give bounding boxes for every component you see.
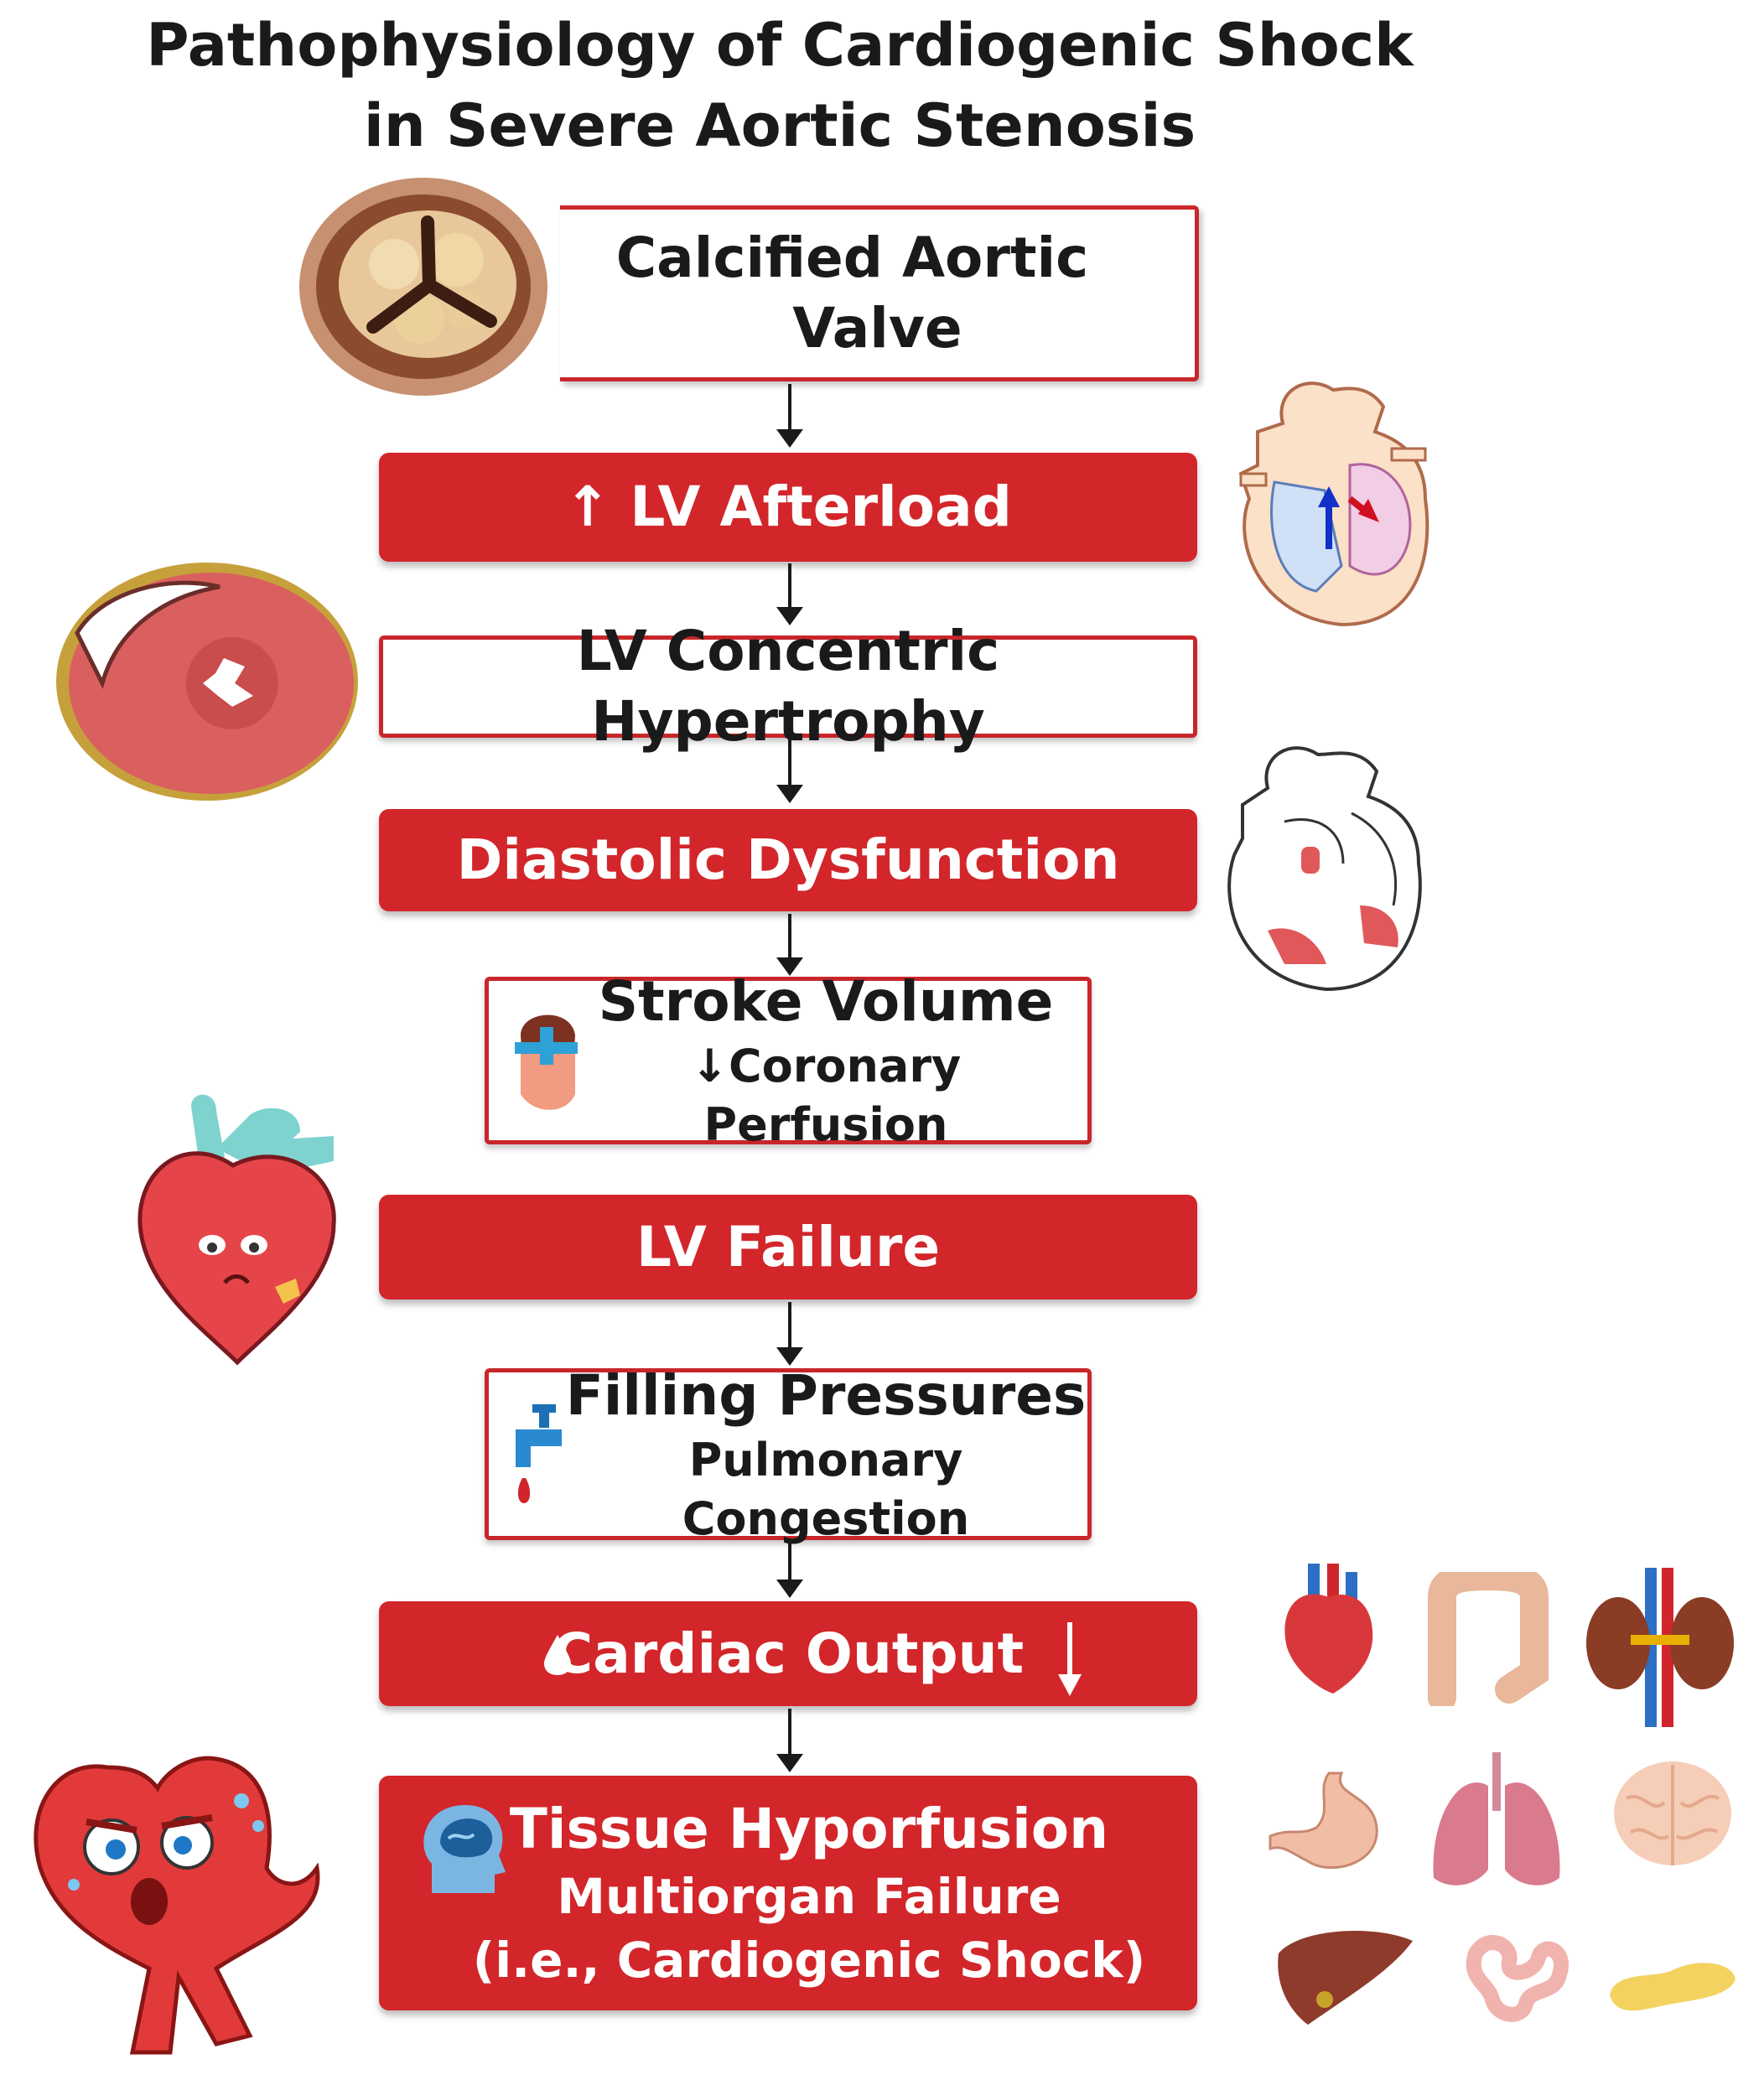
heart-icon [1284, 1564, 1373, 1694]
calcified-aortic-valve-illustration [299, 178, 547, 396]
step-9-label: Tissue Hyporfusion [509, 1797, 1109, 1861]
step-diastolic-dysfunction: Diastolic Dysfunction [379, 809, 1197, 911]
step-3-label: LV Concentric Hypertrophy [576, 619, 1000, 754]
sick-heart-cartoon [34, 1756, 320, 2055]
step-tissue-hyporfusion: Tissue Hyporfusion Multiorgan Failure (i… [379, 1776, 1197, 2010]
faucet-icon [516, 1404, 562, 1503]
flow-arrow-8 [776, 1709, 803, 1772]
kidney-icon [1586, 1568, 1734, 1727]
stomach-icon [1269, 1772, 1378, 1870]
step-7-label: Filling Pressures [565, 1362, 1087, 1428]
flow-arrow-6 [776, 1302, 803, 1366]
flow-arrow-3 [776, 739, 803, 803]
step-7-sub: Pulmonary Congestion [682, 1433, 970, 1545]
brain-icon [1614, 1761, 1731, 1865]
lungs-icon [1433, 1752, 1560, 1886]
hypertrophied-ventricle-cross-section [56, 563, 358, 801]
step-lv-failure: LV Failure [379, 1195, 1197, 1299]
droplet-icon [544, 1635, 571, 1675]
down-arrow-icon: ↓ [690, 1040, 729, 1092]
step-cardiac-output: Cardiac Output [379, 1601, 1197, 1706]
flow-arrow-1 [776, 384, 803, 448]
step-4-label: Diastolic Dysfunction [456, 827, 1120, 892]
title-line-2: in Severe Aortic Stenosis [363, 91, 1196, 160]
pancreas-icon [1610, 1963, 1735, 2011]
intestine-icon [1466, 1934, 1569, 2022]
step-stroke-volume: Stroke Volume ↓Coronary Perfusion [485, 969, 1092, 1151]
diagram-title: Pathophysiology of Cardiogenic Shock in … [0, 5, 1559, 166]
step-lv-afterload: ↑ LV Afterload [379, 453, 1197, 562]
step-9-sub2: (i.e., Cardiogenic Shock) [472, 1932, 1146, 1989]
heart-cross-section-illustration [1238, 381, 1429, 627]
step-filling-pressures: Filling Pressures Pulmonary Congestion [485, 1363, 1092, 1545]
step-lv-concentric-hypertrophy: LV Concentric Hypertrophy [379, 619, 1197, 754]
head-pain-icon [515, 1014, 578, 1110]
down-arrow-icon [1058, 1622, 1082, 1696]
flow-arrow-4 [776, 914, 803, 976]
heart-outline-illustration [1227, 746, 1422, 992]
step-calcified-aortic-valve: Calcified Aortic Valve [560, 205, 1199, 381]
step-1-line-1: Calcified Aortic [615, 226, 1089, 290]
step-2-label: LV Afterload [630, 475, 1012, 539]
step-5-sub: Coronary Perfusion [703, 1040, 962, 1151]
step-1-line-2: Valve [792, 296, 962, 361]
up-arrow-icon: ↑ [564, 475, 611, 539]
flow-arrow-7 [776, 1543, 803, 1598]
step-6-label: LV Failure [636, 1214, 941, 1279]
sad-heart-cartoon [137, 1094, 336, 1366]
step-9-sub: Multiorgan Failure [557, 1868, 1061, 1925]
title-line-1: Pathophysiology of Cardiogenic Shock [146, 11, 1414, 80]
brain-head-icon [423, 1805, 506, 1893]
step-5-label: Stroke Volume [598, 969, 1054, 1034]
liver-icon [1278, 1931, 1413, 2025]
flow-arrow-2 [776, 563, 803, 625]
colon-icon [1428, 1572, 1549, 1706]
step-8-label: Cardiac Output [552, 1621, 1025, 1686]
